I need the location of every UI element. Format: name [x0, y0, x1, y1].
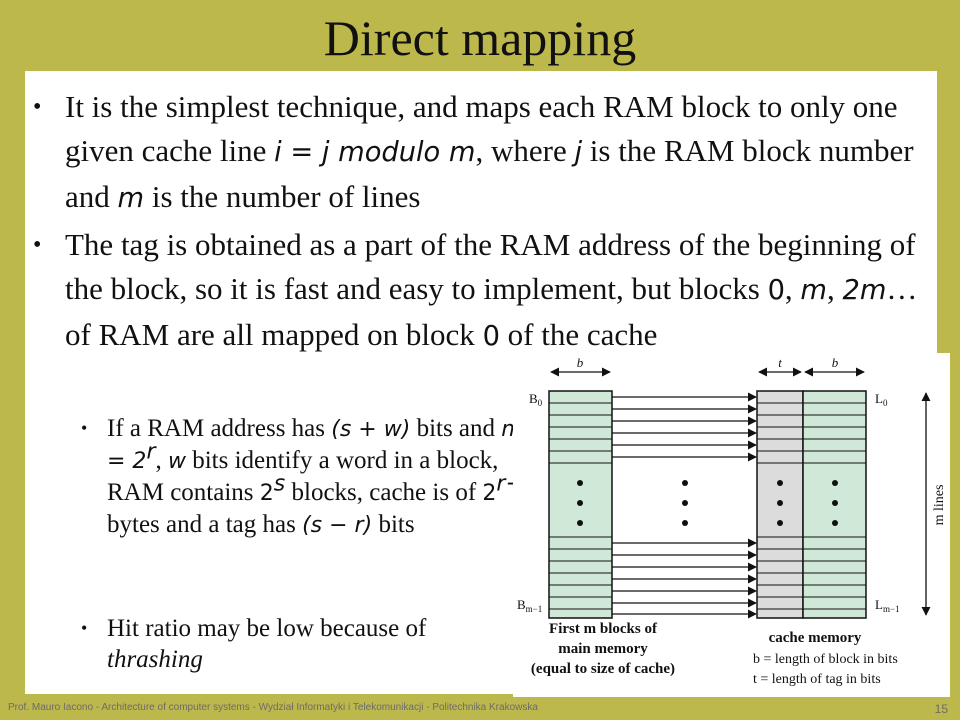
legend-b: b = length of block in bits — [753, 652, 898, 667]
label-b-right: b — [832, 355, 839, 370]
label-lm1: Lm−1 — [875, 597, 900, 614]
page-number: 15 — [934, 702, 948, 716]
cache-line-lines — [757, 402, 866, 610]
direct-mapping-figure: b t b B0 Bm−1 L0 Lm−1 m lines First m bl… — [513, 353, 950, 697]
footer-credit: Prof. Mauro Iacono - Architecture of com… — [8, 702, 538, 713]
label-b0: B0 — [529, 391, 543, 408]
mapping-arrows — [612, 392, 757, 619]
bullet-dot: • — [81, 618, 88, 638]
label-t: t — [778, 355, 782, 370]
bullet-dot: • — [33, 232, 42, 258]
main-caption-2: main memory — [558, 641, 648, 657]
label-m-lines: m lines — [932, 485, 947, 526]
bullet-dot: • — [33, 94, 42, 120]
direct-mapping-diagram: b t b B0 Bm−1 L0 Lm−1 m lines First m bl… — [517, 355, 947, 687]
label-bm1: Bm−1 — [517, 597, 542, 614]
main-caption-3: (equal to size of cache) — [531, 661, 675, 677]
slide-title: Direct mapping — [323, 10, 637, 66]
label-b-left: b — [577, 355, 584, 370]
label-l0: L0 — [875, 391, 888, 408]
bullet-dot: • — [81, 418, 88, 438]
arrows-ellipsis — [682, 480, 688, 526]
cache-caption: cache memory — [769, 630, 862, 646]
subbullet-2: • Hit ratio may be low because of thrash… — [81, 615, 427, 673]
main-memory-block-lines — [549, 402, 612, 610]
bullet-2: • The tag is obtained as a part of the R… — [33, 223, 935, 359]
bullet-1: • It is the simplest technique, and maps… — [33, 85, 935, 221]
formula-i-eq-j-mod-m: i = j modulo m — [274, 137, 476, 168]
legend-t: t = length of tag in bits — [753, 672, 881, 687]
cache-ellipsis — [777, 480, 838, 526]
main-caption-1: First m blocks of — [549, 621, 658, 637]
main-memory-ellipsis — [577, 480, 583, 526]
subbullet-1: • If a RAM address has (s + w) bits and … — [81, 415, 542, 538]
